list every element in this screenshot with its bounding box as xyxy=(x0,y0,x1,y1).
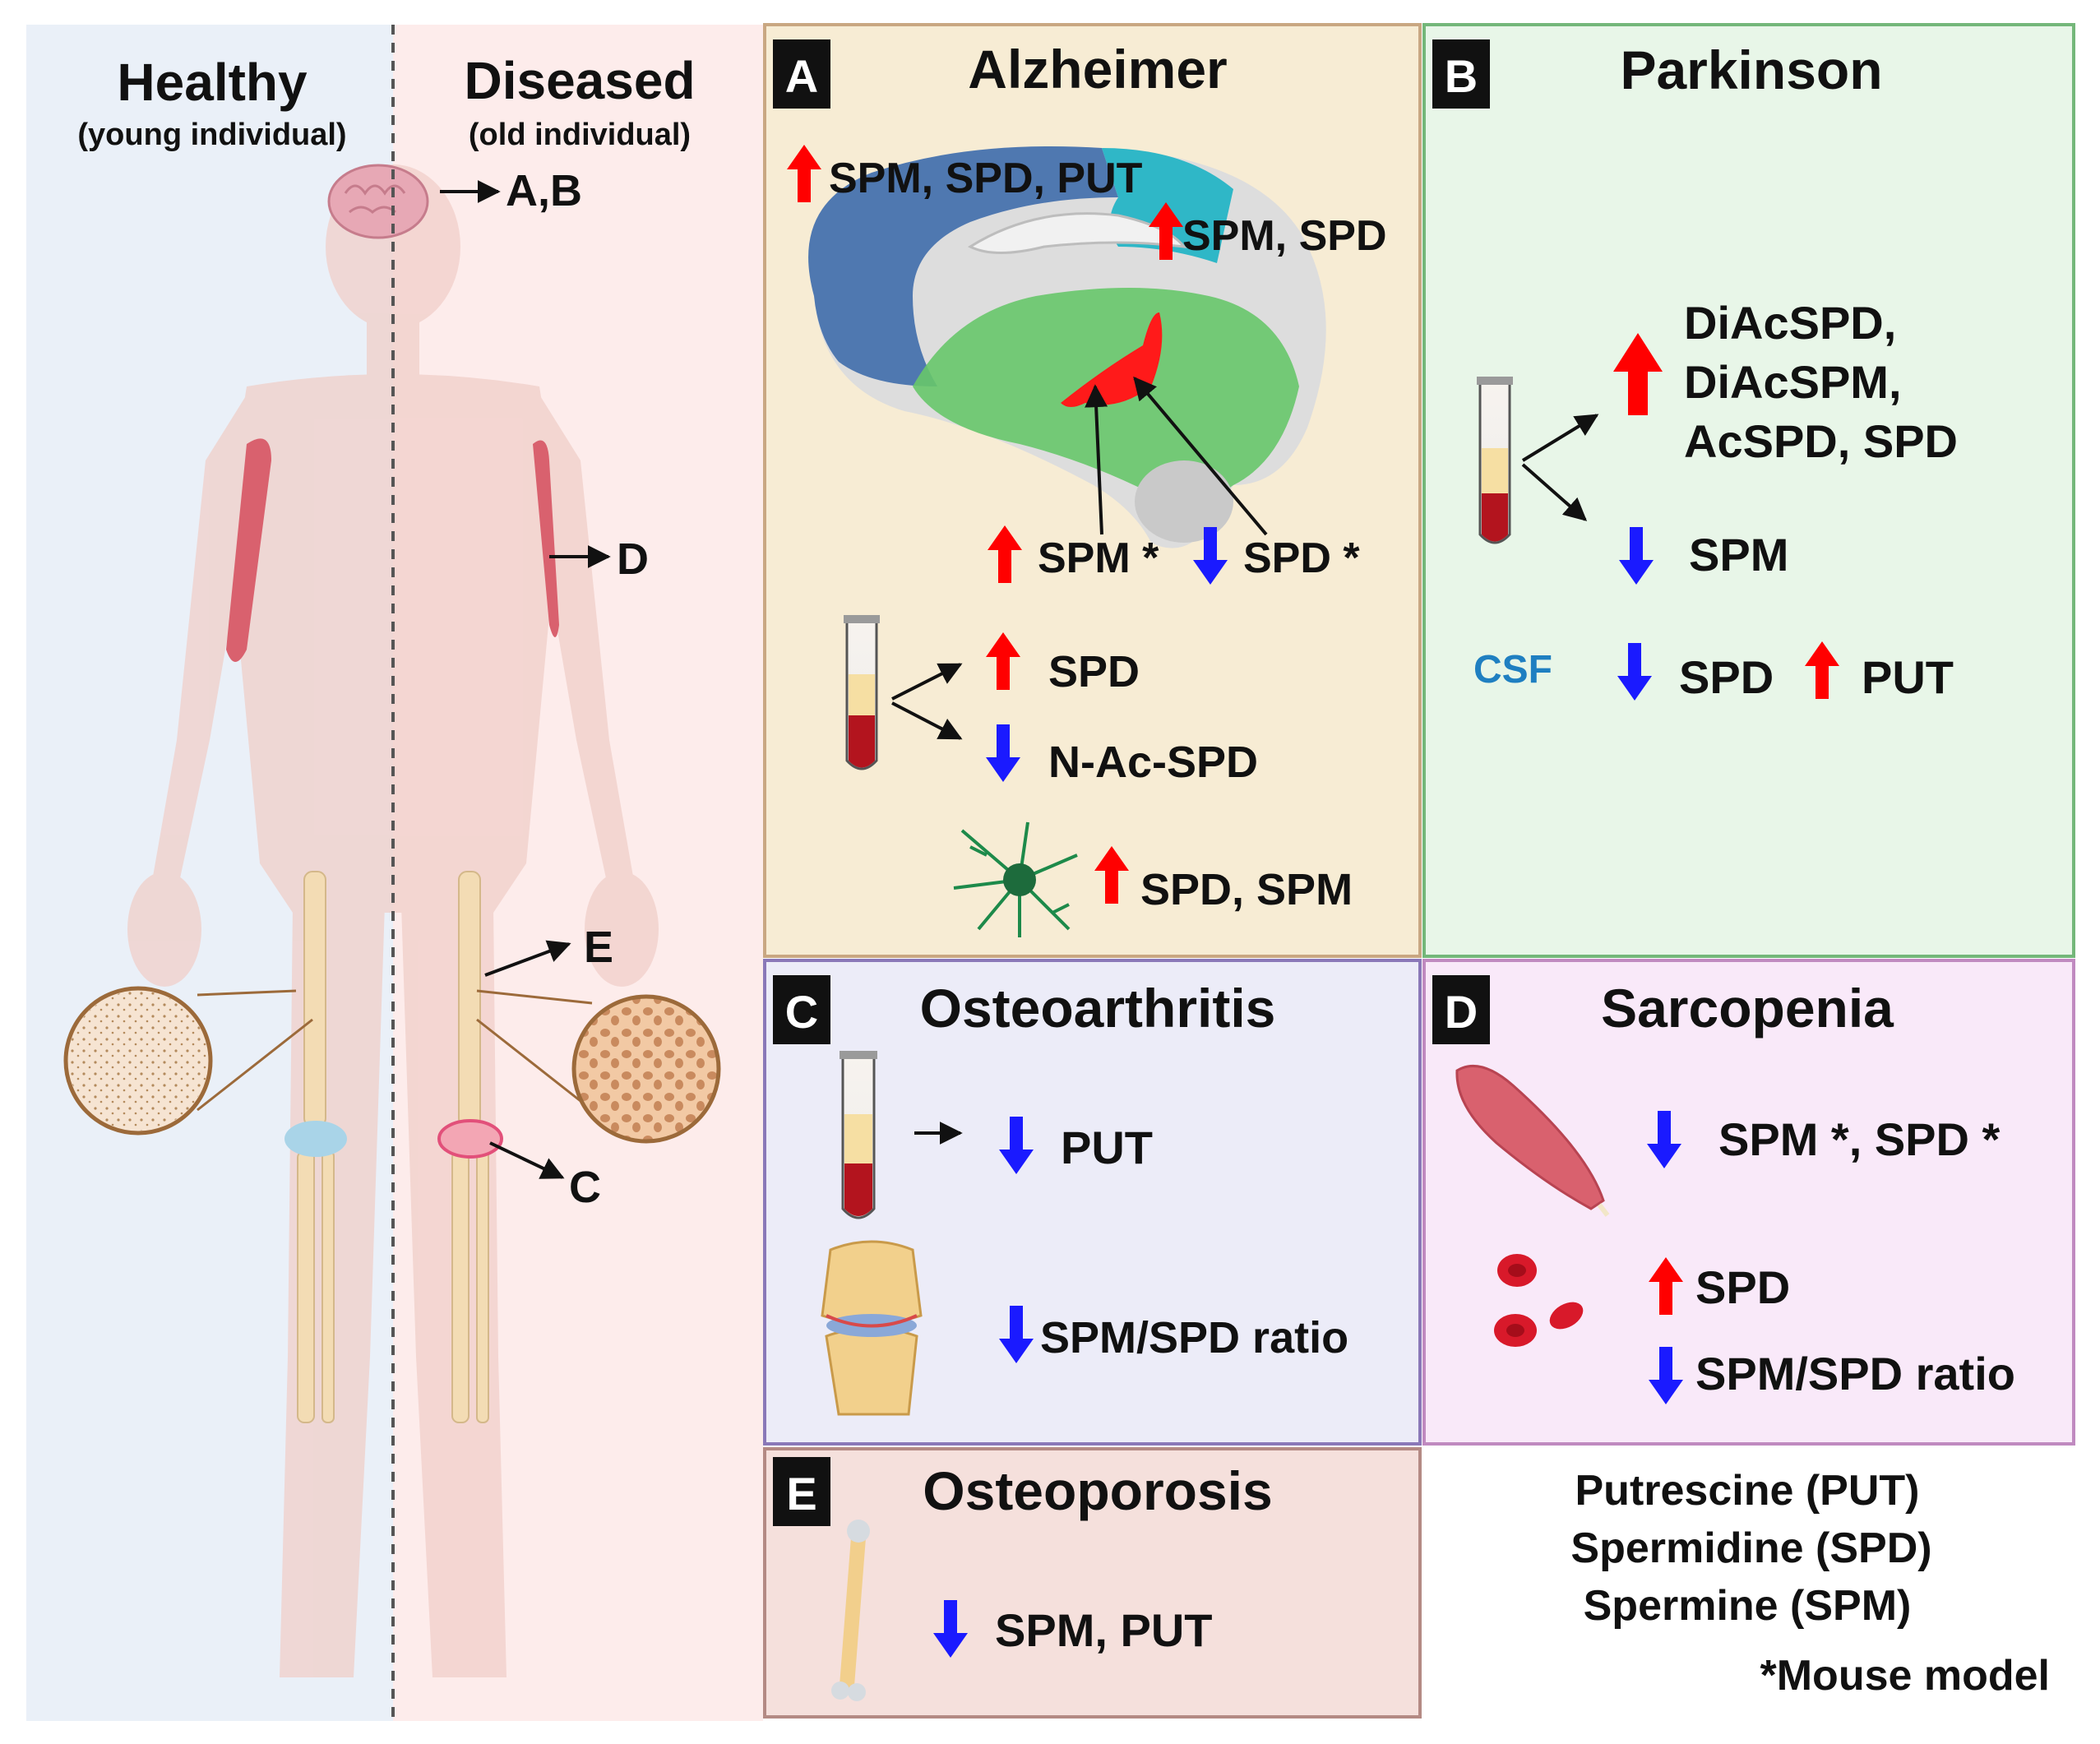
astrocyte-icon xyxy=(953,821,1078,937)
blood-tube-icon xyxy=(844,615,880,770)
tube-arrow-down xyxy=(1521,463,1588,521)
blood-tube-icon xyxy=(840,1051,877,1219)
tube-arrow-down xyxy=(891,701,963,740)
panel-c-letter: C xyxy=(785,986,818,1038)
panel-sarcopenia: D Sarcopenia SPM *, SPD * SPD SPM/SPD ra… xyxy=(1422,959,2075,1446)
tube-arrow-up xyxy=(891,663,963,701)
healthy-arm-muscle xyxy=(226,438,271,662)
pointer-arrow-c xyxy=(489,1141,565,1179)
panel-a-badge xyxy=(773,39,830,109)
op-bone-down-label: SPM, PUT xyxy=(995,1604,1212,1656)
parkinson-up-line-3: AcSPD, SPD xyxy=(1684,415,1958,467)
legend: Putrescine (PUT) Spermidine (SPD) Spermi… xyxy=(1570,1467,2050,1700)
tube-arrow-up xyxy=(1521,414,1599,462)
panel-b-badge xyxy=(1432,39,1490,109)
pointer-label-ab: A,B xyxy=(506,166,582,215)
panel-e-badge xyxy=(773,1457,830,1526)
panel-e-letter: E xyxy=(786,1468,816,1520)
legend-spm: Spermine (SPM) xyxy=(1584,1582,1912,1630)
knee-joint-icon xyxy=(821,1240,923,1416)
femur-bone-icon xyxy=(831,1520,870,1701)
neuron-up-label: SPD, SPM xyxy=(1140,865,1353,914)
region-spd-label: SPD * xyxy=(1243,534,1360,582)
panel-parkinson: B Parkinson DiAcSPD, DiAcSPM, AcSPD, SPD… xyxy=(1422,23,2075,958)
panel-b-title: Parkinson xyxy=(1620,39,1882,100)
panel-osteoarthritis: C Osteoarthritis PUT SPM/SPD ratio xyxy=(763,959,1422,1446)
brain-up-label-1: SPM, SPD, PUT xyxy=(829,155,1143,202)
muscle-icon xyxy=(1455,1064,1610,1217)
csf-down-label: SPD xyxy=(1679,651,1774,703)
diseased-arm-muscle xyxy=(533,440,559,637)
panel-d-title: Sarcopenia xyxy=(1601,978,1894,1039)
diseased-title: Diseased xyxy=(464,51,695,110)
region-pointer-arrow xyxy=(1085,384,1108,535)
leg-bones xyxy=(297,871,489,1423)
pointer-arrow-e xyxy=(484,940,571,977)
legend-spd: Spermidine (SPD) xyxy=(1570,1524,1931,1572)
panel-osteoporosis: E Osteoporosis SPM, PUT xyxy=(763,1447,1422,1719)
panel-a-letter: A xyxy=(785,50,818,102)
parkinson-up-line-1: DiAcSPD, xyxy=(1684,297,1896,349)
healthy-bone-magnifier xyxy=(63,986,313,1136)
blood-down-label: N-Ac-SPD xyxy=(1048,738,1258,787)
legend-put: Putrescine (PUT) xyxy=(1575,1467,1920,1515)
parkinson-down-label: SPM xyxy=(1689,529,1788,581)
oa-blood-down-label: PUT xyxy=(1061,1122,1153,1173)
pointer-label-e: E xyxy=(584,923,613,972)
panel-d-letter: D xyxy=(1445,986,1478,1038)
region-pointer-arrow xyxy=(1133,376,1268,536)
csf-label: CSF xyxy=(1473,648,1552,692)
region-spm-label: SPM * xyxy=(1038,534,1159,582)
parkinson-up-line-2: DiAcSPM, xyxy=(1684,356,1902,408)
oa-knee-down-label: SPM/SPD ratio xyxy=(1040,1313,1348,1362)
rbc-down-label: SPM/SPD ratio xyxy=(1695,1348,2015,1399)
diseased-knee-inflamed xyxy=(437,1119,503,1159)
pointer-label-c: C xyxy=(569,1163,601,1212)
human-silhouette xyxy=(127,164,659,1677)
panel-c-badge xyxy=(773,975,830,1044)
body-comparison: Healthy (young individual) Diseased (old… xyxy=(26,25,763,1721)
brain-up-label-2: SPM, SPD xyxy=(1182,212,1387,260)
blood-tube-icon xyxy=(1477,377,1513,544)
panel-e-title: Osteoporosis xyxy=(923,1460,1272,1521)
pointer-label-d: D xyxy=(617,534,649,584)
panel-d-badge xyxy=(1432,975,1490,1044)
blood-up-label: SPD xyxy=(1048,647,1140,696)
head-brain-icon xyxy=(327,164,429,239)
healthy-knee-cartilage xyxy=(284,1121,347,1157)
red-blood-cells-icon xyxy=(1494,1254,1584,1347)
up-arrow-large-icon xyxy=(1613,333,1663,415)
panel-alzheimer: A Alzheimer SPM, SPD, PUT SPM, SPD SPM *… xyxy=(763,23,1422,958)
diseased-bone-magnifier xyxy=(476,989,721,1144)
panel-a-title: Alzheimer xyxy=(968,39,1227,99)
healthy-title: Healthy xyxy=(117,53,308,112)
muscle-down-label: SPM *, SPD * xyxy=(1718,1113,2001,1165)
diseased-subtitle: (old individual) xyxy=(469,118,691,152)
panel-b-letter: B xyxy=(1445,50,1478,102)
csf-up-label: PUT xyxy=(1862,651,1954,703)
rbc-up-label: SPD xyxy=(1695,1261,1790,1313)
legend-note: *Mouse model xyxy=(1760,1652,2051,1700)
healthy-subtitle: (young individual) xyxy=(77,118,346,152)
panel-c-title: Osteoarthritis xyxy=(920,978,1276,1039)
